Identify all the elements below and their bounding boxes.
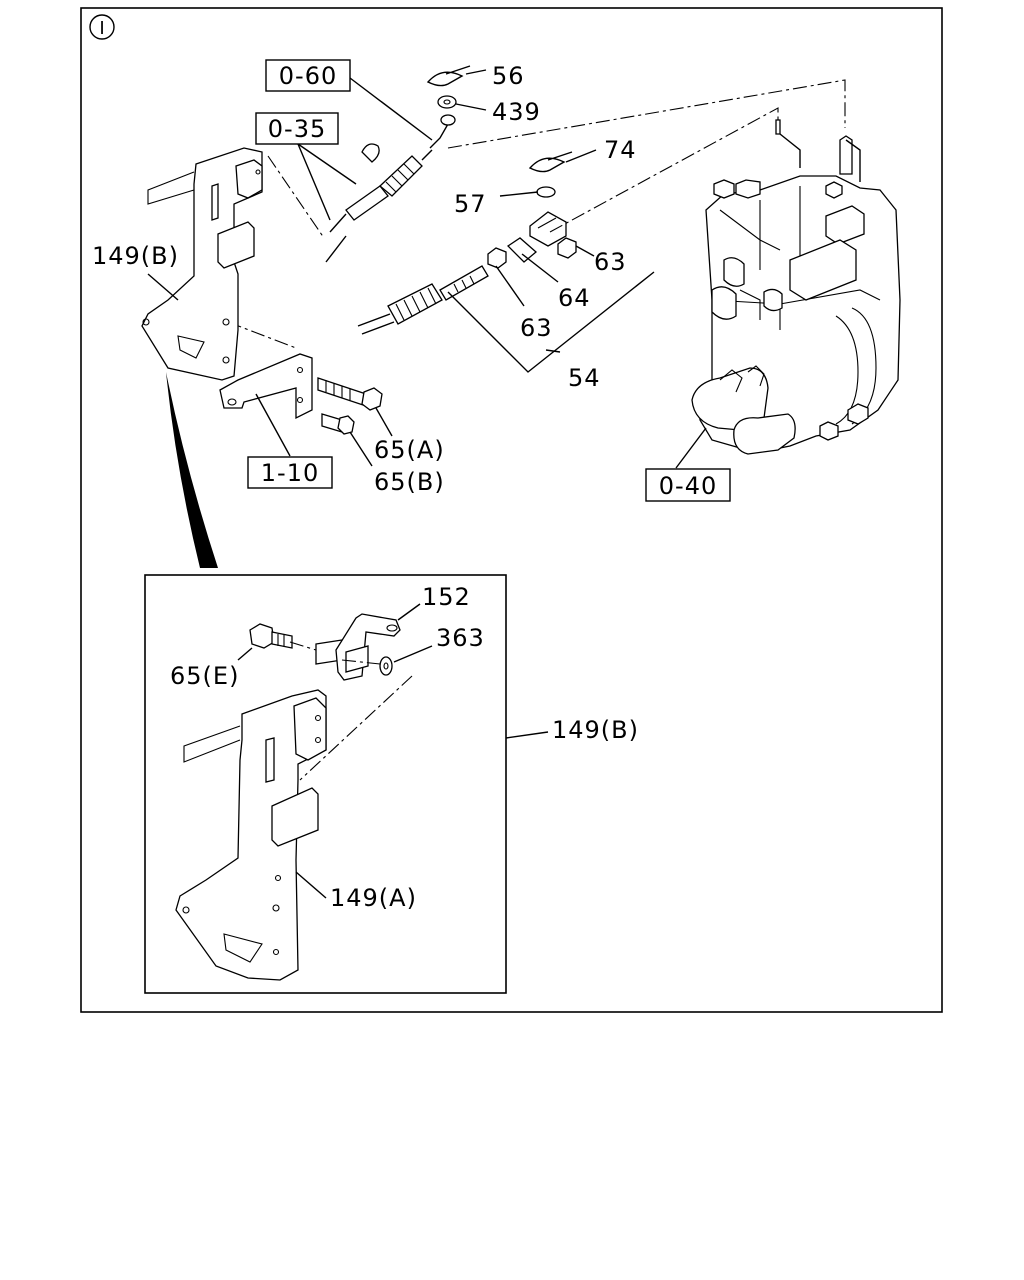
clip-74 (528, 151, 573, 173)
plate-1-10 (219, 353, 313, 420)
bolt-65a (317, 377, 383, 411)
label-363: 363 (436, 624, 485, 652)
clip-56 (426, 65, 471, 87)
clamp-part (529, 211, 567, 247)
label-149b-top: 149(B) (92, 242, 179, 270)
washer-363 (379, 656, 393, 676)
svg-text:0-40: 0-40 (659, 472, 717, 500)
washer-439 (437, 95, 457, 109)
label-149a: 149(A) (330, 884, 417, 912)
nut-63-a (487, 247, 507, 269)
view-marker: I (89, 14, 115, 40)
bracket-149b-top (141, 147, 263, 381)
label-149b-inset: 149(B) (552, 716, 639, 744)
label-54: 54 (568, 364, 601, 392)
bracket-152 (335, 613, 401, 681)
svg-text:1-10: 1-10 (261, 459, 319, 487)
label-439: 439 (492, 98, 541, 126)
label-74: 74 (604, 136, 637, 164)
throttle-cable-upper (325, 114, 456, 263)
label-57: 57 (454, 190, 487, 218)
throttle-cable-lower (357, 265, 489, 335)
label-56: 56 (492, 62, 525, 90)
injection-pump (691, 119, 901, 455)
washer-57 (536, 186, 556, 198)
label-63-right: 63 (594, 248, 627, 276)
ref-box-0-60[interactable]: 0-60 (265, 59, 351, 92)
ref-box-1-10[interactable]: 1-10 (247, 456, 333, 489)
leader-lines (147, 69, 707, 899)
ref-box-0-35[interactable]: 0-35 (255, 112, 339, 145)
svg-text:0-35: 0-35 (268, 115, 326, 143)
bolt-65e (249, 623, 293, 649)
view-marker-text: I (99, 18, 104, 39)
ref-box-0-40[interactable]: 0-40 (645, 468, 731, 502)
label-64: 64 (558, 284, 591, 312)
detail-arrow (166, 372, 218, 568)
bracket-64 (506, 237, 538, 263)
svg-text:0-60: 0-60 (279, 62, 337, 90)
label-65b: 65(B) (374, 468, 445, 496)
label-63-left: 63 (520, 314, 553, 342)
bolt-65b (321, 413, 355, 435)
label-152: 152 (422, 583, 471, 611)
nut-63-b (557, 237, 577, 259)
label-65e: 65(E) (170, 662, 239, 690)
label-65a: 65(A) (374, 436, 445, 464)
detail-inset (144, 574, 507, 994)
bracket-149a (175, 689, 327, 981)
diagram-frame (80, 7, 943, 1013)
